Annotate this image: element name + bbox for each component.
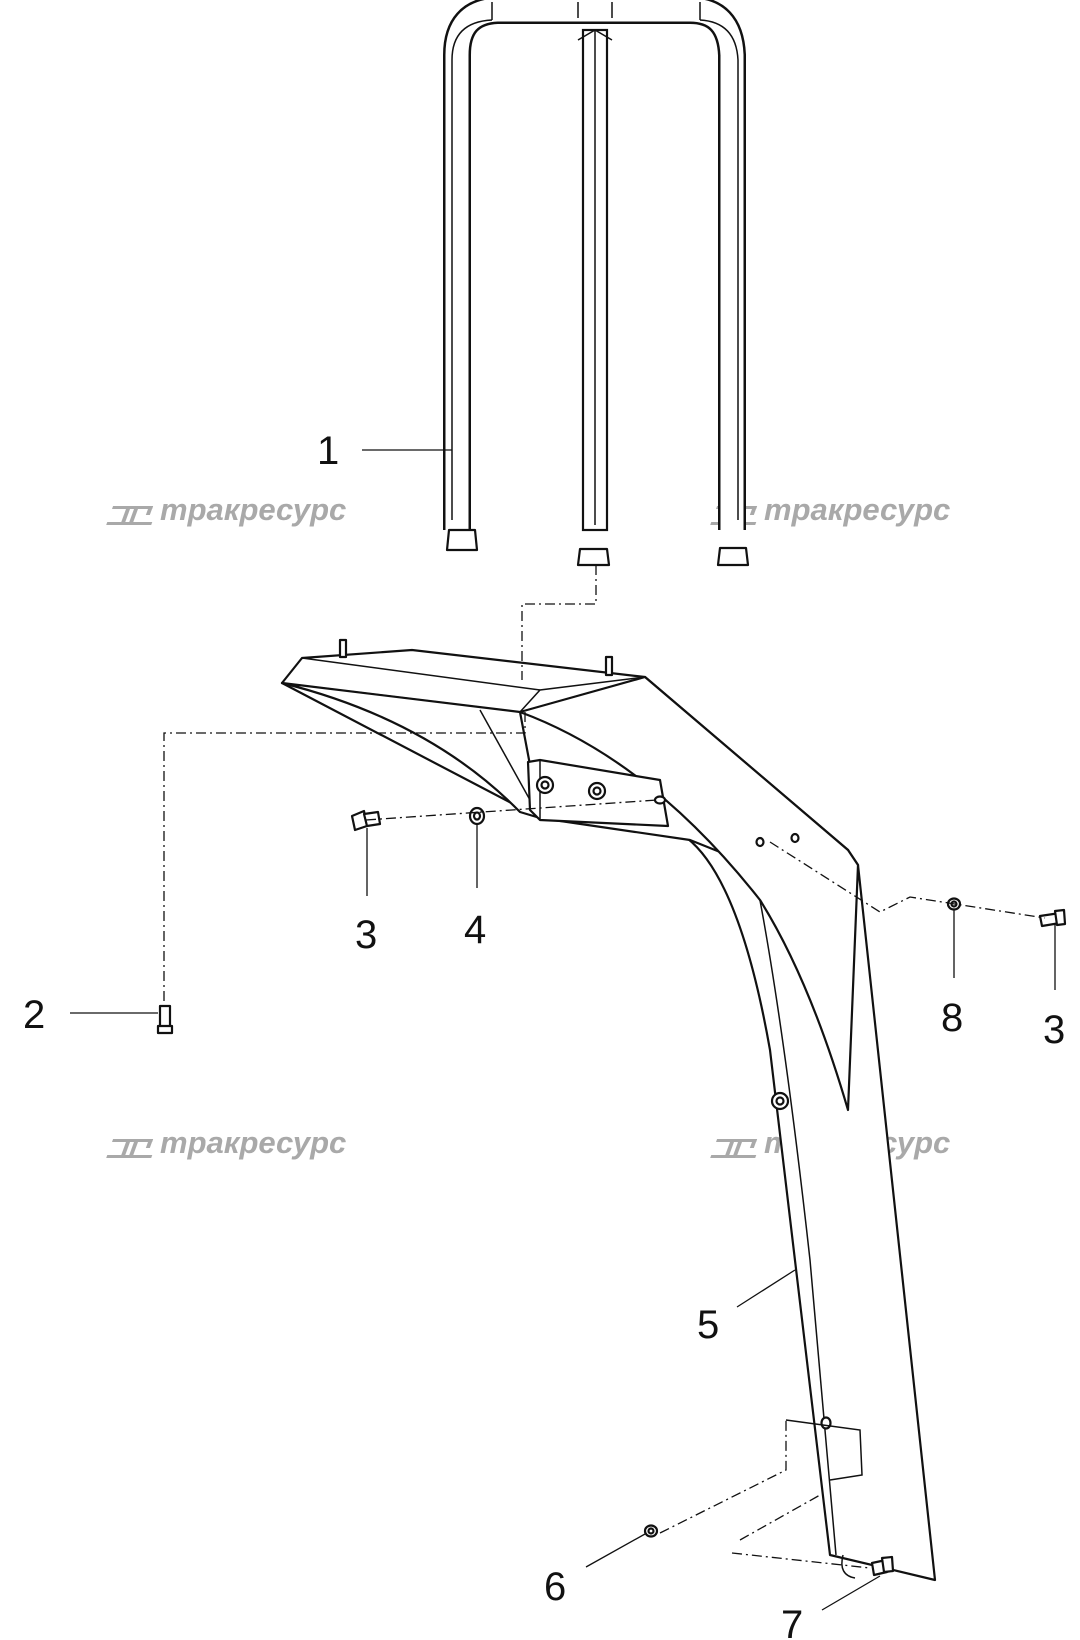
callout-5: 5 — [697, 1303, 719, 1347]
watermark-brand-text: тракресурс — [160, 1125, 346, 1160]
watermark-brand-text: тракресурс — [764, 492, 950, 527]
callout-7: 7 — [781, 1603, 803, 1640]
watermark-top-left: тракресурс — [106, 492, 346, 527]
part-4-washer — [468, 806, 486, 826]
part-5-bracket — [280, 638, 937, 1582]
part-2-bolt — [156, 1004, 174, 1035]
watermark-brand-text: тракресурс — [160, 492, 346, 527]
callout-8: 8 — [941, 996, 963, 1040]
part-7-bolt — [870, 1555, 895, 1577]
part-1-handrail — [443, 0, 750, 567]
callout-4: 4 — [464, 908, 486, 952]
part-3-bolt-left — [350, 809, 382, 832]
tr-logo — [710, 1139, 758, 1158]
callout-3-left: 3 — [355, 913, 377, 957]
tr-logo — [106, 506, 154, 525]
callout-2: 2 — [23, 993, 45, 1037]
part-6-nut — [643, 1524, 659, 1538]
watermark-top-right: тракресурс — [710, 492, 950, 527]
assembly-lines — [163, 565, 1046, 1569]
watermark-bottom-left: тракресурс — [106, 1125, 346, 1160]
callout-6: 6 — [544, 1565, 566, 1609]
callout-1: 1 — [317, 429, 339, 473]
part-3-bolt-right — [1038, 908, 1067, 928]
callout-3-right: 3 — [1043, 1008, 1065, 1052]
tr-logo — [106, 1139, 154, 1158]
leader-lines — [70, 449, 1056, 1611]
